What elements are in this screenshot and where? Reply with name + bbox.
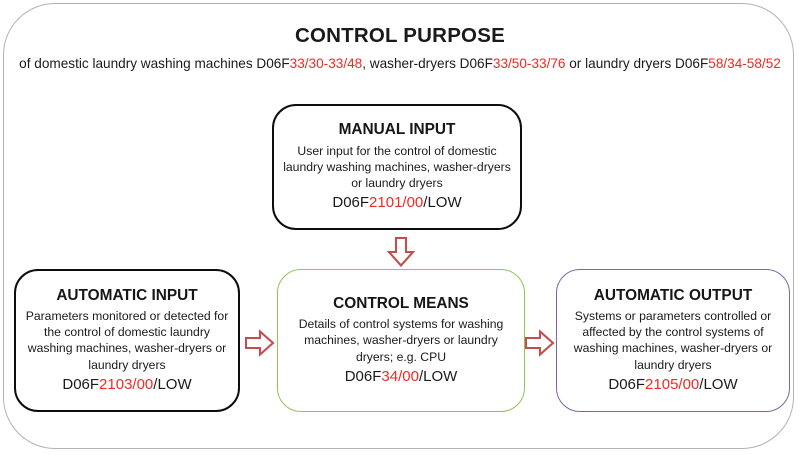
code-suffix: /LOW — [423, 194, 462, 212]
node-manual-input[interactable]: MANUAL INPUT User input for the control … — [272, 104, 522, 230]
code-highlight: 2105/00 — [645, 375, 700, 393]
node-automatic-input-code: D06F2103/00/LOW — [62, 375, 191, 395]
code-suffix: /LOW — [153, 375, 192, 393]
node-control-means[interactable]: CONTROL MEANS Details of control systems… — [277, 269, 525, 412]
node-manual-input-description: User input for the control of domestic l… — [283, 143, 511, 191]
subtitle-code-2: 33/50-33/76 — [492, 55, 566, 71]
node-automatic-output-code: D06F2105/00/LOW — [608, 375, 737, 395]
code-suffix: /LOW — [699, 375, 738, 393]
node-manual-input-title: MANUAL INPUT — [338, 121, 456, 139]
node-control-means-title: CONTROL MEANS — [333, 294, 469, 312]
subtitle-segment-2: , washer-dryers D06F — [362, 55, 493, 71]
arrow-right-icon — [245, 328, 275, 358]
node-control-means-description: Details of control systems for washing m… — [298, 317, 504, 364]
page-title: CONTROL PURPOSE — [295, 24, 505, 47]
node-automatic-input-description: Parameters monitored or detected for the… — [25, 309, 229, 372]
code-prefix: D06F — [608, 375, 646, 393]
node-automatic-output-description: Systems or parameters controlled or affe… — [573, 309, 773, 372]
arrow-right-icon — [525, 328, 555, 358]
node-automatic-output-title: AUTOMATIC OUTPUT — [593, 286, 753, 304]
subtitle-segment-1: of domestic laundry washing machines D06… — [19, 55, 290, 71]
code-highlight: 2101/00 — [369, 194, 424, 212]
page-subtitle: of domestic laundry washing machines D06… — [0, 56, 800, 72]
subtitle-code-3: 58/34-58/52 — [708, 55, 781, 71]
code-highlight: 2103/00 — [99, 375, 154, 393]
diagram-header: CONTROL PURPOSE of domestic laundry wash… — [0, 24, 800, 72]
code-prefix: D06F — [332, 194, 370, 212]
code-suffix: /LOW — [418, 367, 458, 385]
code-prefix: D06F — [344, 367, 382, 385]
node-automatic-input[interactable]: AUTOMATIC INPUT Parameters monitored or … — [14, 269, 240, 412]
subtitle-segment-3: or laundry dryers D06F — [565, 55, 709, 71]
node-automatic-output[interactable]: AUTOMATIC OUTPUT Systems or parameters c… — [556, 269, 790, 412]
code-highlight: 34/00 — [381, 367, 419, 385]
arrow-down-icon — [385, 237, 417, 267]
node-automatic-input-title: AUTOMATIC INPUT — [56, 286, 198, 304]
code-prefix: D06F — [62, 375, 100, 393]
node-control-means-code: D06F34/00/LOW — [345, 367, 458, 387]
node-manual-input-code: D06F2101/00/LOW — [332, 193, 461, 213]
subtitle-code-1: 33/30-33/48 — [289, 55, 363, 71]
